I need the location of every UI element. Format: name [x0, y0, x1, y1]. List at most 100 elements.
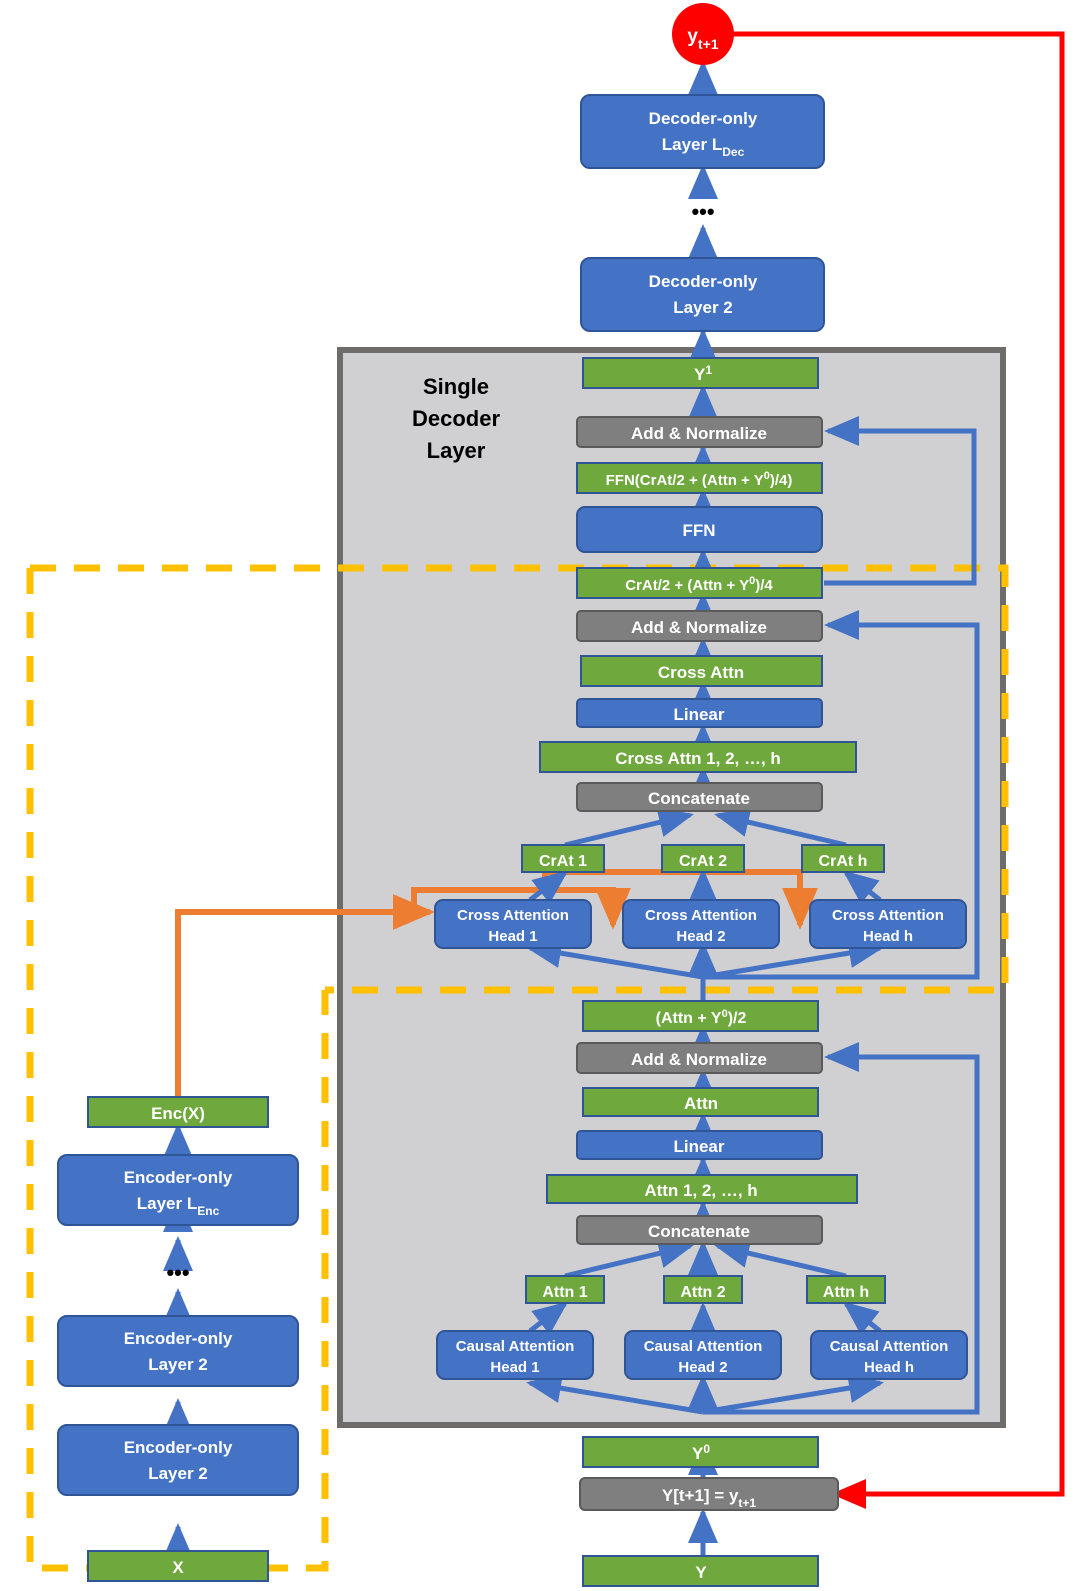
encoder-lenc-line1: Encoder-only — [124, 1168, 233, 1187]
encoder-only-layer-1[interactable] — [57, 1424, 299, 1496]
enc-output-block — [87, 1096, 269, 1128]
causal-head-h-line2: Head h — [864, 1359, 914, 1376]
linear-self-block[interactable] — [576, 1130, 823, 1160]
attn-heads-concat-label: Attn 1, 2, …, h — [644, 1181, 757, 1200]
causal-head-h-line1: Causal Attention — [830, 1338, 949, 1355]
cross-attn-label: Cross Attn — [658, 663, 744, 682]
residual-cross — [703, 610, 980, 980]
causal-attention-head-h[interactable] — [810, 1330, 968, 1380]
concatenate-cross-label: Concatenate — [648, 789, 750, 808]
output-token-label: yt+1 — [687, 26, 718, 52]
causal-head-1-line2: Head 1 — [490, 1359, 539, 1376]
encoder-only-layer-lenc[interactable] — [57, 1154, 299, 1226]
y1-label: Y1 — [694, 363, 712, 384]
cross-head-1-line2: Head 1 — [488, 928, 537, 945]
y0-block — [582, 1436, 819, 1468]
y-assign-block — [579, 1477, 839, 1511]
y-input-block — [582, 1555, 819, 1587]
causal-head-1-line1: Causal Attention — [456, 1338, 575, 1355]
crat-1-label: CrAt 1 — [539, 853, 587, 870]
cross-attention-head-2[interactable] — [622, 899, 780, 949]
enc-output-label: Enc(X) — [151, 1104, 205, 1123]
panel-title-line3: Layer — [427, 438, 486, 463]
ffn-output-block — [576, 462, 823, 494]
ffn-output-label: FFN(CrAt/2 + (Attn + Y0)/4) — [606, 470, 793, 489]
output-token-circle — [672, 3, 734, 65]
residual-self — [703, 1042, 980, 1415]
causal-head-2-line2: Head 2 — [678, 1359, 727, 1376]
attn-sum-label: (Attn + Y0)/2 — [656, 1008, 747, 1027]
attn-sum-block — [582, 1000, 819, 1032]
encoder-l2-line2: Layer 2 — [148, 1355, 208, 1374]
concatenate-self-label: Concatenate — [648, 1222, 750, 1241]
ffn-label: FFN — [682, 521, 715, 540]
attn-h-label: Attn h — [823, 1284, 869, 1301]
concatenate-self-block — [576, 1215, 823, 1245]
encoder-key-value-bus — [411, 887, 631, 930]
encoder-l2-line1: Encoder-only — [124, 1329, 233, 1348]
y-assign-label: Y[t+1] = yt+1 — [662, 1486, 757, 1510]
y0-label: Y0 — [692, 1442, 710, 1463]
causal-head-2-line1: Causal Attention — [644, 1338, 763, 1355]
add-normalize-cross — [576, 610, 823, 642]
encoder-input-block — [87, 1550, 269, 1582]
cross-head-2-line2: Head 2 — [676, 928, 725, 945]
panel-title-line2: Decoder — [412, 406, 500, 431]
y-input-label: Y — [695, 1563, 707, 1582]
crat-sum-block — [576, 567, 823, 599]
decoder-only-layer-ldec[interactable] — [580, 94, 825, 169]
panel-title-line1: Single — [423, 374, 489, 399]
encoder-l1-line2: Layer 2 — [148, 1464, 208, 1483]
encoder-input-label: X — [172, 1558, 184, 1577]
cross-attention-head-h[interactable] — [809, 899, 967, 949]
cross-attention-head-1[interactable] — [434, 899, 592, 949]
cross-head-2-line1: Cross Attention — [645, 907, 757, 924]
attn-2-label: Attn 2 — [680, 1284, 725, 1301]
cross-head-1-line1: Cross Attention — [457, 907, 569, 924]
cross-attn-heads-concat-label: Cross Attn 1, 2, …, h — [615, 749, 781, 768]
cross-attention-dashed-region — [30, 564, 1009, 994]
crat-2-label: CrAt 2 — [679, 853, 727, 870]
encoder-output-to-cross-attention — [175, 894, 435, 1097]
cross-head-edges — [526, 807, 884, 980]
residual-ffn — [823, 416, 977, 586]
autoregressive-feedback-line — [729, 31, 1065, 1509]
crat-1-block — [521, 844, 605, 873]
attn-2-block — [663, 1275, 743, 1304]
add-normalize-self-label: Add & Normalize — [631, 1050, 767, 1069]
ffn-block[interactable] — [576, 506, 823, 553]
cross-head-h-line2: Head h — [863, 928, 913, 945]
linear-cross-label: Linear — [673, 705, 724, 724]
concatenate-cross-block — [576, 782, 823, 812]
encoder-l1-line1: Encoder-only — [124, 1438, 233, 1457]
add-normalize-self — [576, 1042, 823, 1074]
y1-block — [582, 357, 819, 389]
attn-h-block — [806, 1275, 886, 1304]
add-normalize-ffn — [576, 416, 823, 448]
encoder-stack-ellipsis: ••• — [166, 1260, 189, 1285]
linear-self-label: Linear — [673, 1137, 724, 1156]
attn-heads-concat-block — [546, 1174, 858, 1204]
encoder-only-layer-2[interactable] — [57, 1315, 299, 1387]
causal-attention-head-2[interactable] — [624, 1330, 782, 1380]
decoder-ldec-line1: Decoder-only — [649, 109, 758, 128]
causal-head-edges — [526, 1238, 884, 1415]
decoder-l2-line1: Decoder-only — [649, 272, 758, 291]
causal-attention-head-1[interactable] — [436, 1330, 594, 1380]
add-normalize-ffn-label: Add & Normalize — [631, 424, 767, 443]
cross-attn-block — [580, 655, 823, 687]
decoder-stack-ellipsis: ••• — [691, 199, 714, 224]
attn-block — [582, 1087, 819, 1117]
decoder-only-layer-2[interactable] — [580, 257, 825, 332]
decoder-ldec-line2: Layer LDec — [662, 135, 745, 159]
linear-cross-block[interactable] — [576, 698, 823, 728]
cross-attn-heads-concat-block — [539, 741, 857, 773]
decoder-l2-line2: Layer 2 — [673, 298, 733, 317]
crat-2-block — [661, 844, 745, 873]
attn-label: Attn — [684, 1094, 718, 1113]
attn-1-block — [525, 1275, 605, 1304]
crat-h-label: CrAt h — [819, 853, 868, 870]
crat-sum-label: CrAt/2 + (Attn + Y0)/4 — [625, 575, 773, 594]
